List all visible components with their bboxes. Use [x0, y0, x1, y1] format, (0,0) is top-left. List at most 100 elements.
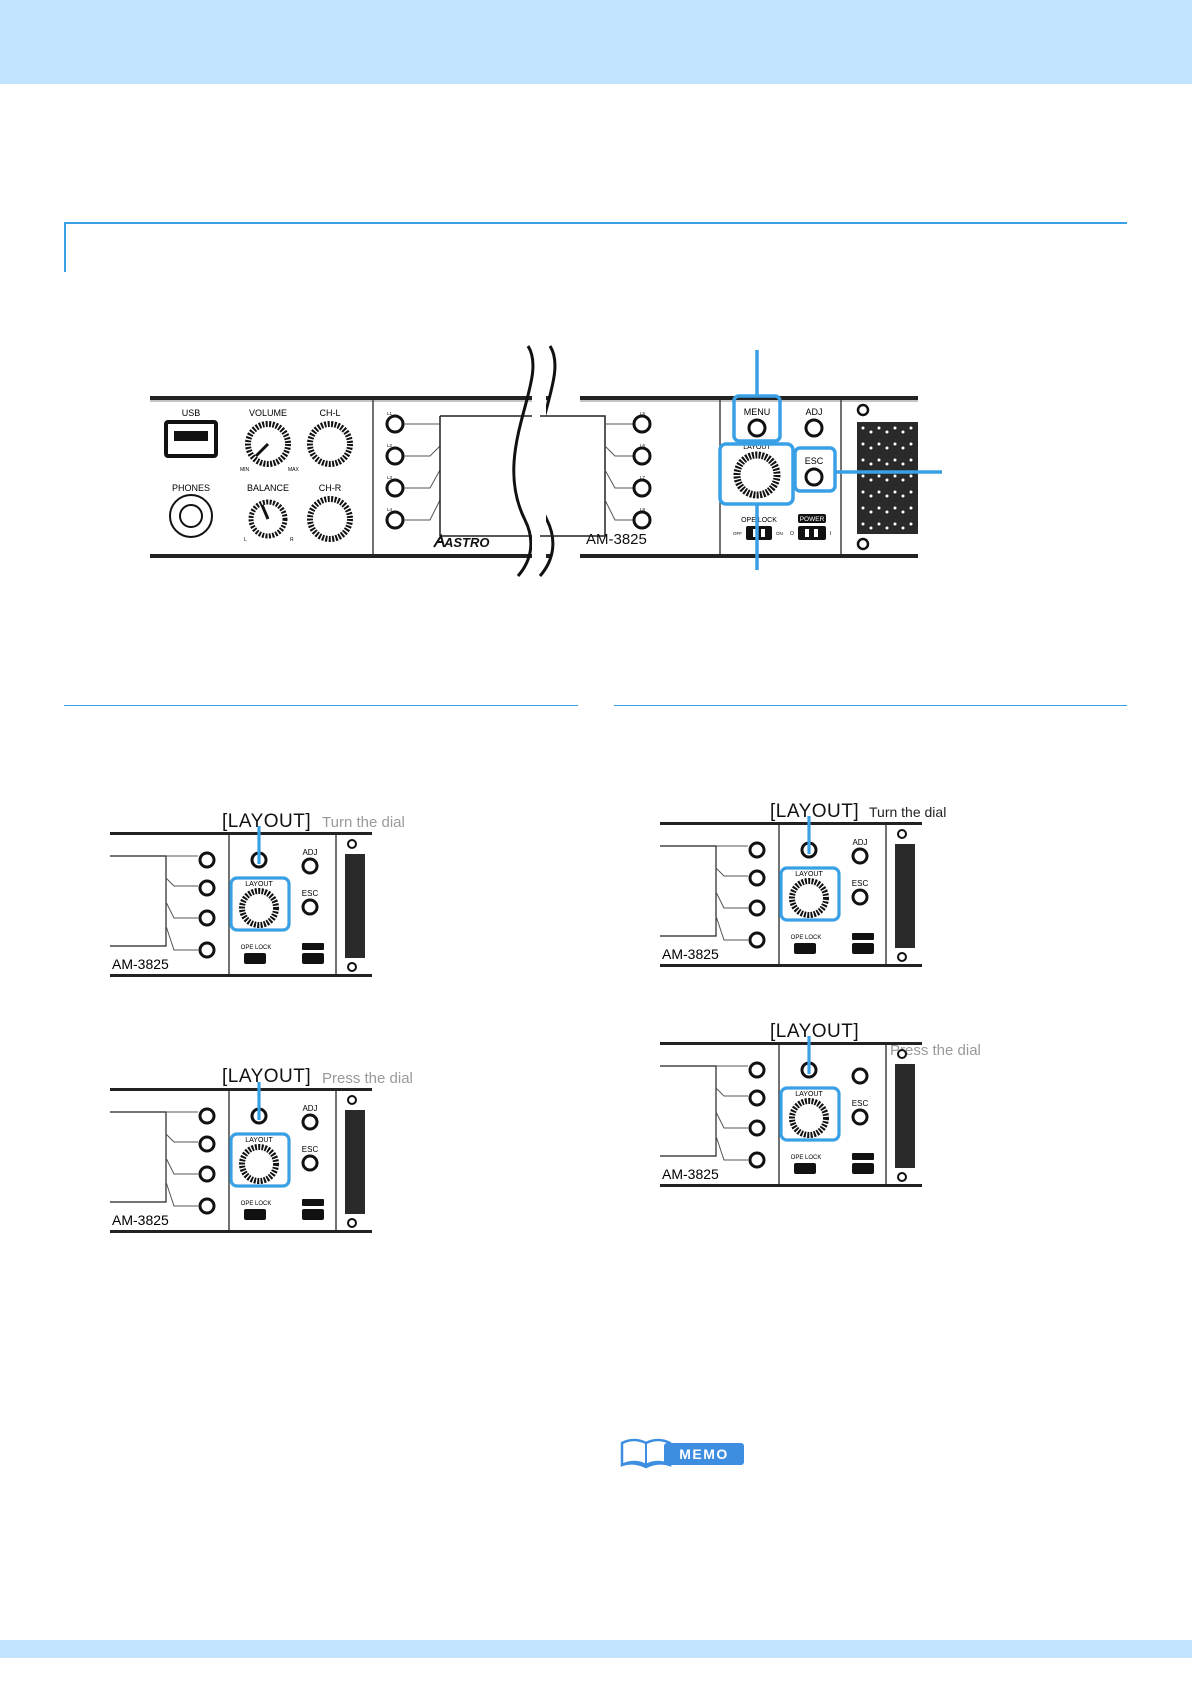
lamp-button[interactable]	[198, 1197, 216, 1215]
book-icon	[620, 1438, 672, 1469]
lamp-button[interactable]	[198, 1135, 216, 1153]
ope-lock-label: OPE LOCK	[791, 935, 822, 941]
lamp-button[interactable]	[198, 909, 216, 927]
break-mark	[512, 345, 535, 577]
front-panel-diagram: USB VOLUME MIN MAX CH-L PHONES BALANCE L…	[150, 345, 942, 577]
subsection-divider-right	[614, 705, 1127, 706]
esc-label: ESC	[302, 889, 319, 898]
step4-panel: AM-3825 ESC LAYOUT OPE LOCK	[660, 1036, 922, 1187]
memo-label: MEMO	[664, 1443, 744, 1465]
layout-dial[interactable]	[789, 1098, 829, 1138]
lamp-button[interactable]	[385, 414, 405, 434]
menu-highlight	[732, 394, 782, 443]
vent-grille	[856, 403, 918, 551]
lamp-button[interactable]	[748, 1151, 766, 1169]
vent-grille	[895, 1064, 915, 1168]
esc-button[interactable]	[851, 888, 869, 906]
power-switch[interactable]	[852, 943, 874, 954]
adj-button[interactable]	[804, 418, 824, 438]
ope-lock-switch[interactable]	[244, 1209, 266, 1220]
layout-highlight	[229, 1132, 291, 1188]
esc-label: ESC	[852, 879, 869, 888]
balance-r-label: R	[290, 537, 294, 543]
lamps-right: L5 L6 L7 L8	[632, 411, 652, 530]
power-switch[interactable]	[852, 1163, 874, 1174]
lamp-button[interactable]	[198, 851, 216, 869]
brand-text: ASTRO	[443, 535, 490, 550]
chr-knob[interactable]	[307, 496, 353, 542]
esc-button[interactable]	[301, 1154, 319, 1172]
adj-button[interactable]	[301, 1113, 319, 1131]
lamp-button[interactable]	[632, 478, 652, 498]
layout-label: LAYOUT	[795, 1091, 823, 1098]
layout-dial[interactable]	[239, 1144, 279, 1184]
step3-layout-label: [LAYOUT]	[770, 801, 860, 822]
ope-lock-label: OPE LOCK	[241, 945, 272, 951]
layout-label: LAYOUT	[795, 871, 823, 878]
volume-label: VOLUME	[249, 408, 287, 418]
lamp-button[interactable]	[748, 1061, 766, 1079]
volume-min-label: MIN	[240, 467, 250, 473]
lamp-button[interactable]	[198, 879, 216, 897]
section-divider	[64, 222, 1127, 224]
power-switch[interactable]	[302, 953, 324, 964]
lamp-button[interactable]	[748, 1119, 766, 1137]
lamp-button[interactable]	[385, 478, 405, 498]
lamp-button[interactable]	[385, 510, 405, 530]
power-label: POWER	[800, 516, 825, 523]
power-switch[interactable]	[798, 526, 826, 540]
lamp-label: L2	[387, 443, 393, 448]
layout-highlight	[779, 866, 841, 922]
lamp-button[interactable]	[632, 510, 652, 530]
lamp-label: L5	[640, 411, 646, 416]
lamp-button[interactable]	[385, 446, 405, 466]
lamp-button[interactable]	[748, 869, 766, 887]
step1-layout-label: [LAYOUT]	[222, 811, 312, 832]
layout-dial[interactable]	[789, 878, 829, 918]
ope-lock-switch[interactable]	[794, 943, 816, 954]
step2-panel: AM-3825 ADJ ESC LAYOUT OPE LOCK	[110, 1082, 372, 1233]
adj-button[interactable]	[301, 857, 319, 875]
menu-button[interactable]	[747, 418, 767, 438]
layout-dial[interactable]	[239, 888, 279, 928]
lamp-label: L6	[640, 443, 646, 448]
layout-label: LAYOUT	[245, 881, 273, 888]
vent-grille	[345, 854, 365, 958]
adj-button[interactable]	[851, 847, 869, 865]
lamp-button[interactable]	[748, 1089, 766, 1107]
lamp-button[interactable]	[748, 841, 766, 859]
lamp-button[interactable]	[198, 1165, 216, 1183]
layout-label: LAYOUT	[743, 444, 771, 451]
lamp-button[interactable]	[748, 931, 766, 949]
step3-panel: AM-3825 ADJ ESC LAYOUT OPE LOCK	[660, 816, 922, 967]
ope-lock-label: OPE LOCK	[741, 517, 777, 524]
model-label: AM-3825	[112, 956, 169, 972]
adj-button[interactable]	[851, 1067, 869, 1085]
ope-lock-switch[interactable]	[746, 526, 772, 540]
lamp-button[interactable]	[748, 899, 766, 917]
ope-lock-label: OPE LOCK	[241, 1201, 272, 1207]
step2-hint: Press the dial	[322, 1070, 413, 1087]
esc-button[interactable]	[851, 1108, 869, 1126]
ope-lock-switch[interactable]	[794, 1163, 816, 1174]
subsection-divider-left	[64, 705, 578, 706]
lamp-button[interactable]	[198, 941, 216, 959]
power-on-label: I	[830, 531, 831, 537]
layout-dial[interactable]	[733, 451, 781, 499]
esc-button[interactable]	[301, 898, 319, 916]
adj-label: ADJ	[302, 848, 317, 857]
chl-knob[interactable]	[307, 421, 353, 467]
ope-lock-switch[interactable]	[244, 953, 266, 964]
esc-label: ESC	[805, 456, 824, 466]
lamp-button[interactable]	[632, 414, 652, 434]
lamp-button[interactable]	[198, 1107, 216, 1125]
model-label: AM-3825	[586, 531, 647, 548]
esc-button[interactable]	[804, 467, 824, 487]
balance-label: BALANCE	[247, 483, 289, 493]
menu-label: MENU	[744, 407, 771, 417]
lamp-button[interactable]	[632, 446, 652, 466]
lamp-label: L3	[387, 475, 393, 480]
step4-hint: Press the dial	[890, 1042, 981, 1059]
layout-label: LAYOUT	[245, 1137, 273, 1144]
power-switch[interactable]	[302, 1209, 324, 1220]
